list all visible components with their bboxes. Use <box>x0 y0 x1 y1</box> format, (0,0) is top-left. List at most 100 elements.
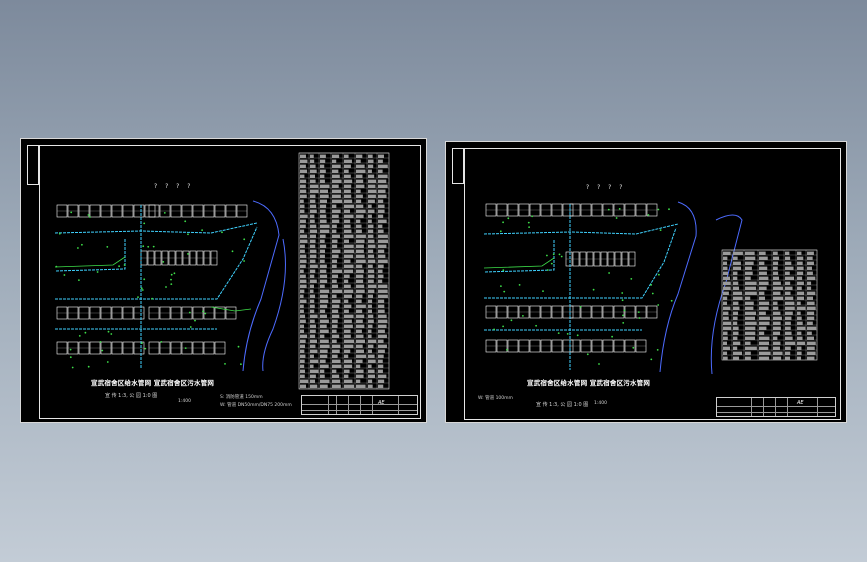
table-cell-text <box>368 219 372 223</box>
manhole-marker <box>611 335 613 338</box>
manhole-marker <box>502 221 504 224</box>
table-cell-text <box>368 209 375 213</box>
manhole-marker <box>499 230 502 233</box>
table-cell-text <box>344 204 354 208</box>
table-cell-text <box>332 359 341 363</box>
table-cell-text <box>356 384 366 388</box>
table-cell-text <box>356 289 365 293</box>
table-cell-text <box>733 251 743 255</box>
table-cell-text <box>344 369 350 373</box>
table-cell-text <box>378 264 384 268</box>
table-cell-text <box>378 219 387 223</box>
table-cell-text <box>807 331 812 335</box>
table-cell-text <box>310 379 316 383</box>
table-cell-text <box>320 289 330 293</box>
site-plan-drawing[interactable] <box>21 139 428 424</box>
table-cell-text <box>332 224 337 228</box>
drain-pipe-line <box>54 256 126 268</box>
table-cell-text <box>356 284 365 288</box>
table-cell-text <box>723 281 731 285</box>
table-cell-text <box>745 326 756 330</box>
table-cell-text <box>378 184 388 188</box>
table-cell-text <box>356 199 362 203</box>
table-cell-text <box>745 271 753 275</box>
drawing-sheet-left[interactable]: ? ? ? ? 宣武宿舍区给水管网 宣武宿舍区污水管网 宣 传 1:3, 公 园… <box>20 138 427 423</box>
manhole-marker <box>618 208 621 210</box>
plan-title: 宣武宿舍区给水管网 宣武宿舍区污水管网 <box>91 379 215 387</box>
table-cell-text <box>300 164 306 168</box>
site-plan-drawing[interactable] <box>446 142 848 424</box>
manhole-marker <box>592 288 595 291</box>
table-cell-text <box>378 239 388 243</box>
table-cell-text <box>733 286 740 290</box>
table-cell-text <box>320 384 328 388</box>
table-cell-text <box>759 341 770 345</box>
table-cell-text <box>320 189 329 193</box>
table-cell-text <box>356 244 364 248</box>
table-cell-text <box>797 351 802 355</box>
table-cell-text <box>356 264 363 268</box>
manhole-marker <box>141 289 144 291</box>
table-cell-text <box>368 234 374 238</box>
table-cell-text <box>797 336 803 340</box>
table-cell-text <box>356 349 364 353</box>
table-cell-text <box>733 336 738 340</box>
table-cell-text <box>773 306 779 310</box>
table-cell-text <box>320 249 325 253</box>
table-cell-text <box>310 349 318 353</box>
table-cell-text <box>320 339 329 343</box>
table-cell-text <box>378 384 384 388</box>
manhole-marker <box>87 365 90 368</box>
table-cell-text <box>368 349 372 353</box>
table-cell-text <box>300 304 304 308</box>
table-cell-text <box>344 269 354 273</box>
table-cell-text <box>320 344 330 348</box>
table-cell-text <box>310 269 316 273</box>
table-cell-text <box>356 209 366 213</box>
table-cell-text <box>344 244 354 248</box>
table-cell-text <box>773 351 783 355</box>
table-cell-text <box>332 154 340 158</box>
table-cell-text <box>320 159 326 163</box>
manhole-marker <box>151 297 154 300</box>
table-cell-text <box>320 369 325 373</box>
table-cell-text <box>332 319 338 323</box>
table-cell-text <box>368 319 374 323</box>
table-cell-text <box>356 269 364 273</box>
table-cell-text <box>759 281 769 285</box>
table-cell-text <box>797 261 803 265</box>
binding-strip <box>27 145 39 185</box>
table-cell-text <box>310 194 316 198</box>
table-cell-text <box>332 309 339 313</box>
manhole-marker <box>170 278 172 281</box>
water-pipe-line <box>483 240 555 273</box>
manhole-marker <box>550 262 553 265</box>
table-cell-text <box>300 194 307 198</box>
table-cell-text <box>773 266 778 270</box>
table-cell-text <box>332 259 338 263</box>
table-cell-text <box>807 316 815 320</box>
table-cell-text <box>368 379 373 383</box>
table-cell-text <box>759 291 765 295</box>
table-cell-text <box>300 319 306 323</box>
table-cell-text <box>785 311 793 315</box>
table-cell-text <box>300 379 309 383</box>
table-cell-text <box>332 179 342 183</box>
table-cell-text <box>344 299 349 303</box>
table-cell-text <box>310 244 316 248</box>
table-cell-text <box>320 319 329 323</box>
table-cell-text <box>356 169 366 173</box>
table-cell-text <box>320 269 327 273</box>
drawing-sheet-right[interactable]: ? ? ? ? 宣武宿舍区给水管网 宣武宿舍区污水管网 宣 传 1:3, 公 园… <box>445 141 847 423</box>
table-cell-text <box>368 179 377 183</box>
table-cell-text <box>310 334 316 338</box>
table-cell-text <box>300 154 306 158</box>
table-cell-text <box>797 341 805 345</box>
table-cell-text <box>733 256 738 260</box>
manhole-marker <box>160 341 163 343</box>
manhole-marker <box>546 269 549 271</box>
manhole-marker <box>510 319 513 322</box>
table-cell-text <box>368 309 373 313</box>
table-cell-text <box>320 354 328 358</box>
table-cell-text <box>344 329 351 333</box>
